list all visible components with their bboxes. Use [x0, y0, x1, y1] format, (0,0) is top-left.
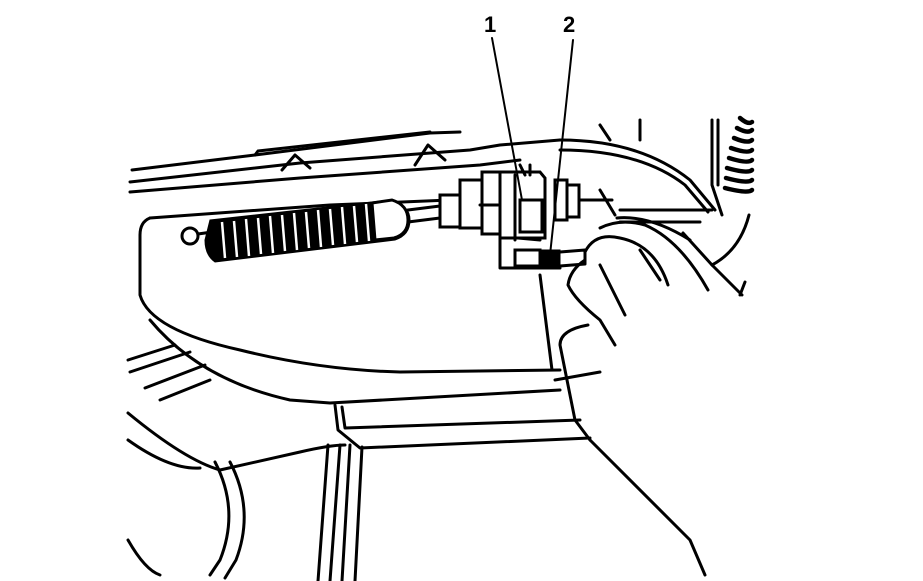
- hand: [553, 216, 710, 577]
- floor-panels: [126, 318, 592, 581]
- callout-leaders: [491, 37, 574, 256]
- callout-label-2: 2: [563, 12, 576, 37]
- cable-fitting: [406, 170, 502, 236]
- leader-1: [491, 37, 523, 201]
- upper-frame-rail: [128, 118, 717, 214]
- cable-bracket-clip: [498, 163, 617, 270]
- end-eyelet: [180, 226, 200, 246]
- bellows-boot: [180, 198, 411, 263]
- callout-label-1: 1: [484, 12, 497, 37]
- electrical-connector: [513, 248, 587, 268]
- leader-2: [549, 39, 574, 256]
- right-pillar: [618, 115, 755, 297]
